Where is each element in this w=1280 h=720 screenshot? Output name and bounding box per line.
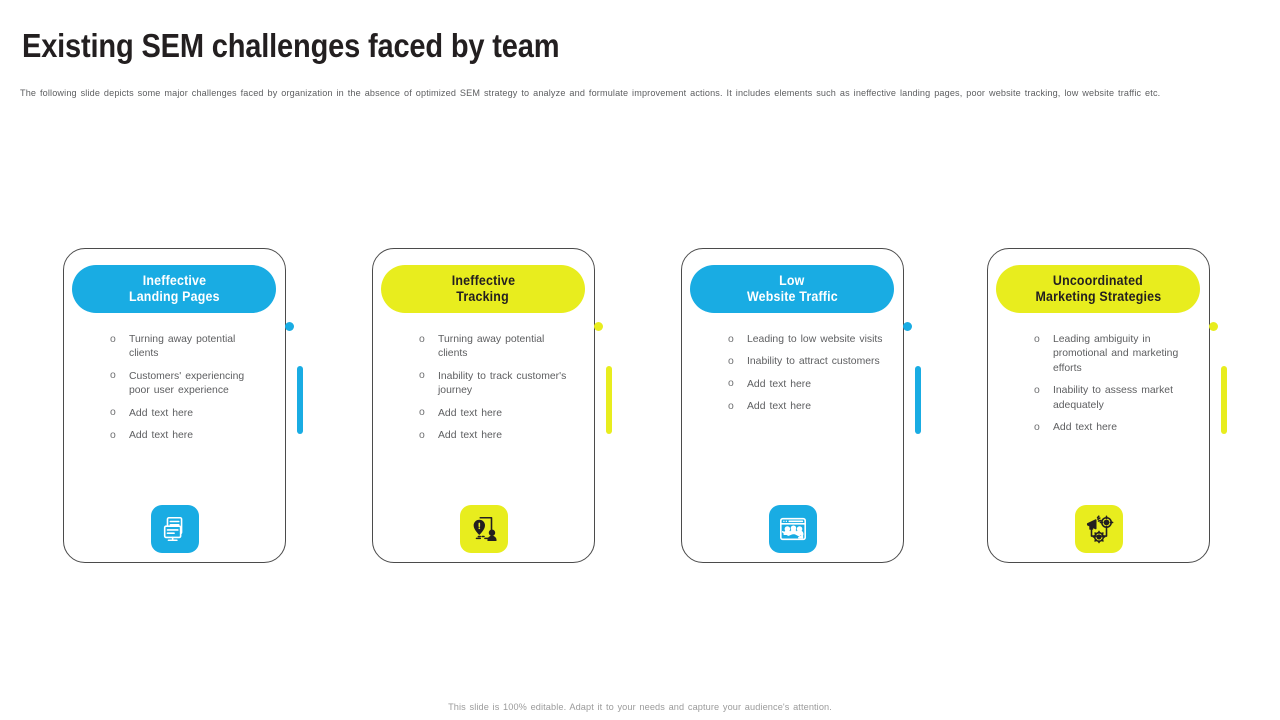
bullet-item: Inability to track customer's journey: [416, 369, 576, 399]
challenge-card[interactable]: IneffectiveTrackingTurning away potentia…: [372, 240, 612, 590]
bullet-item: Add text here: [416, 406, 576, 421]
card-title-line1: Ineffective: [142, 272, 206, 288]
bullet-item: Turning away potential clients: [416, 333, 576, 362]
card-title-line1: Uncoordinated: [1052, 272, 1144, 288]
bullet-item: Add text here: [1031, 421, 1191, 436]
card-title-line2: Landing Pages: [128, 289, 220, 304]
megaphone-target-gear-icon[interactable]: [1075, 505, 1123, 553]
card-bullet-list: Leading ambiguity in promotional and mar…: [1031, 332, 1191, 443]
card-title-line2: Marketing Strategies: [1035, 289, 1161, 304]
location-pin-user-icon[interactable]: [460, 505, 508, 553]
card-title-line1: Low: [779, 272, 805, 288]
bullet-item: Add text here: [107, 429, 267, 444]
card-title-line2: Tracking: [456, 289, 510, 304]
bullet-item: Inability to assess market adequately: [1031, 384, 1191, 413]
card-bullet-list: Turning away potential clientsCustomers'…: [107, 333, 267, 451]
bullet-item: Leading to low website visits: [725, 332, 885, 347]
connector-dot: [285, 322, 294, 331]
bullet-item: Customers' experiencing poor user experi…: [107, 369, 267, 399]
bullet-item: Add text here: [725, 377, 885, 392]
bullet-item: Turning away potential clients: [107, 333, 267, 362]
bullet-item: Inability to attract customers: [725, 355, 885, 370]
bullet-item: Add text here: [416, 429, 576, 444]
slide-description: The following slide depicts some major c…: [20, 88, 1161, 98]
bullet-item: Leading ambiguity in promotional and mar…: [1031, 332, 1191, 376]
card-bullet-list: Turning away potential clientsInability …: [416, 333, 576, 451]
connector-bar: [915, 366, 921, 434]
browser-traffic-down-icon[interactable]: [769, 505, 817, 553]
connector-bar: [606, 366, 612, 434]
card-title-line1: Ineffective: [451, 272, 515, 288]
connector-dot: [903, 322, 912, 331]
connector-dot: [594, 322, 603, 331]
footer-note: This slide is 100% editable. Adapt it to…: [448, 702, 832, 712]
connector-bar: [297, 366, 303, 434]
card-title-line2: Website Traffic: [746, 289, 838, 304]
card-bullet-list: Leading to low website visitsInability t…: [725, 332, 885, 423]
document-monitor-icon[interactable]: [151, 505, 199, 553]
bullet-item: Add text here: [725, 400, 885, 415]
connector-bar: [1221, 366, 1227, 434]
bullet-item: Add text here: [107, 406, 267, 421]
page-title: Existing SEM challenges faced by team: [22, 27, 560, 64]
connector-dot: [1209, 322, 1218, 331]
